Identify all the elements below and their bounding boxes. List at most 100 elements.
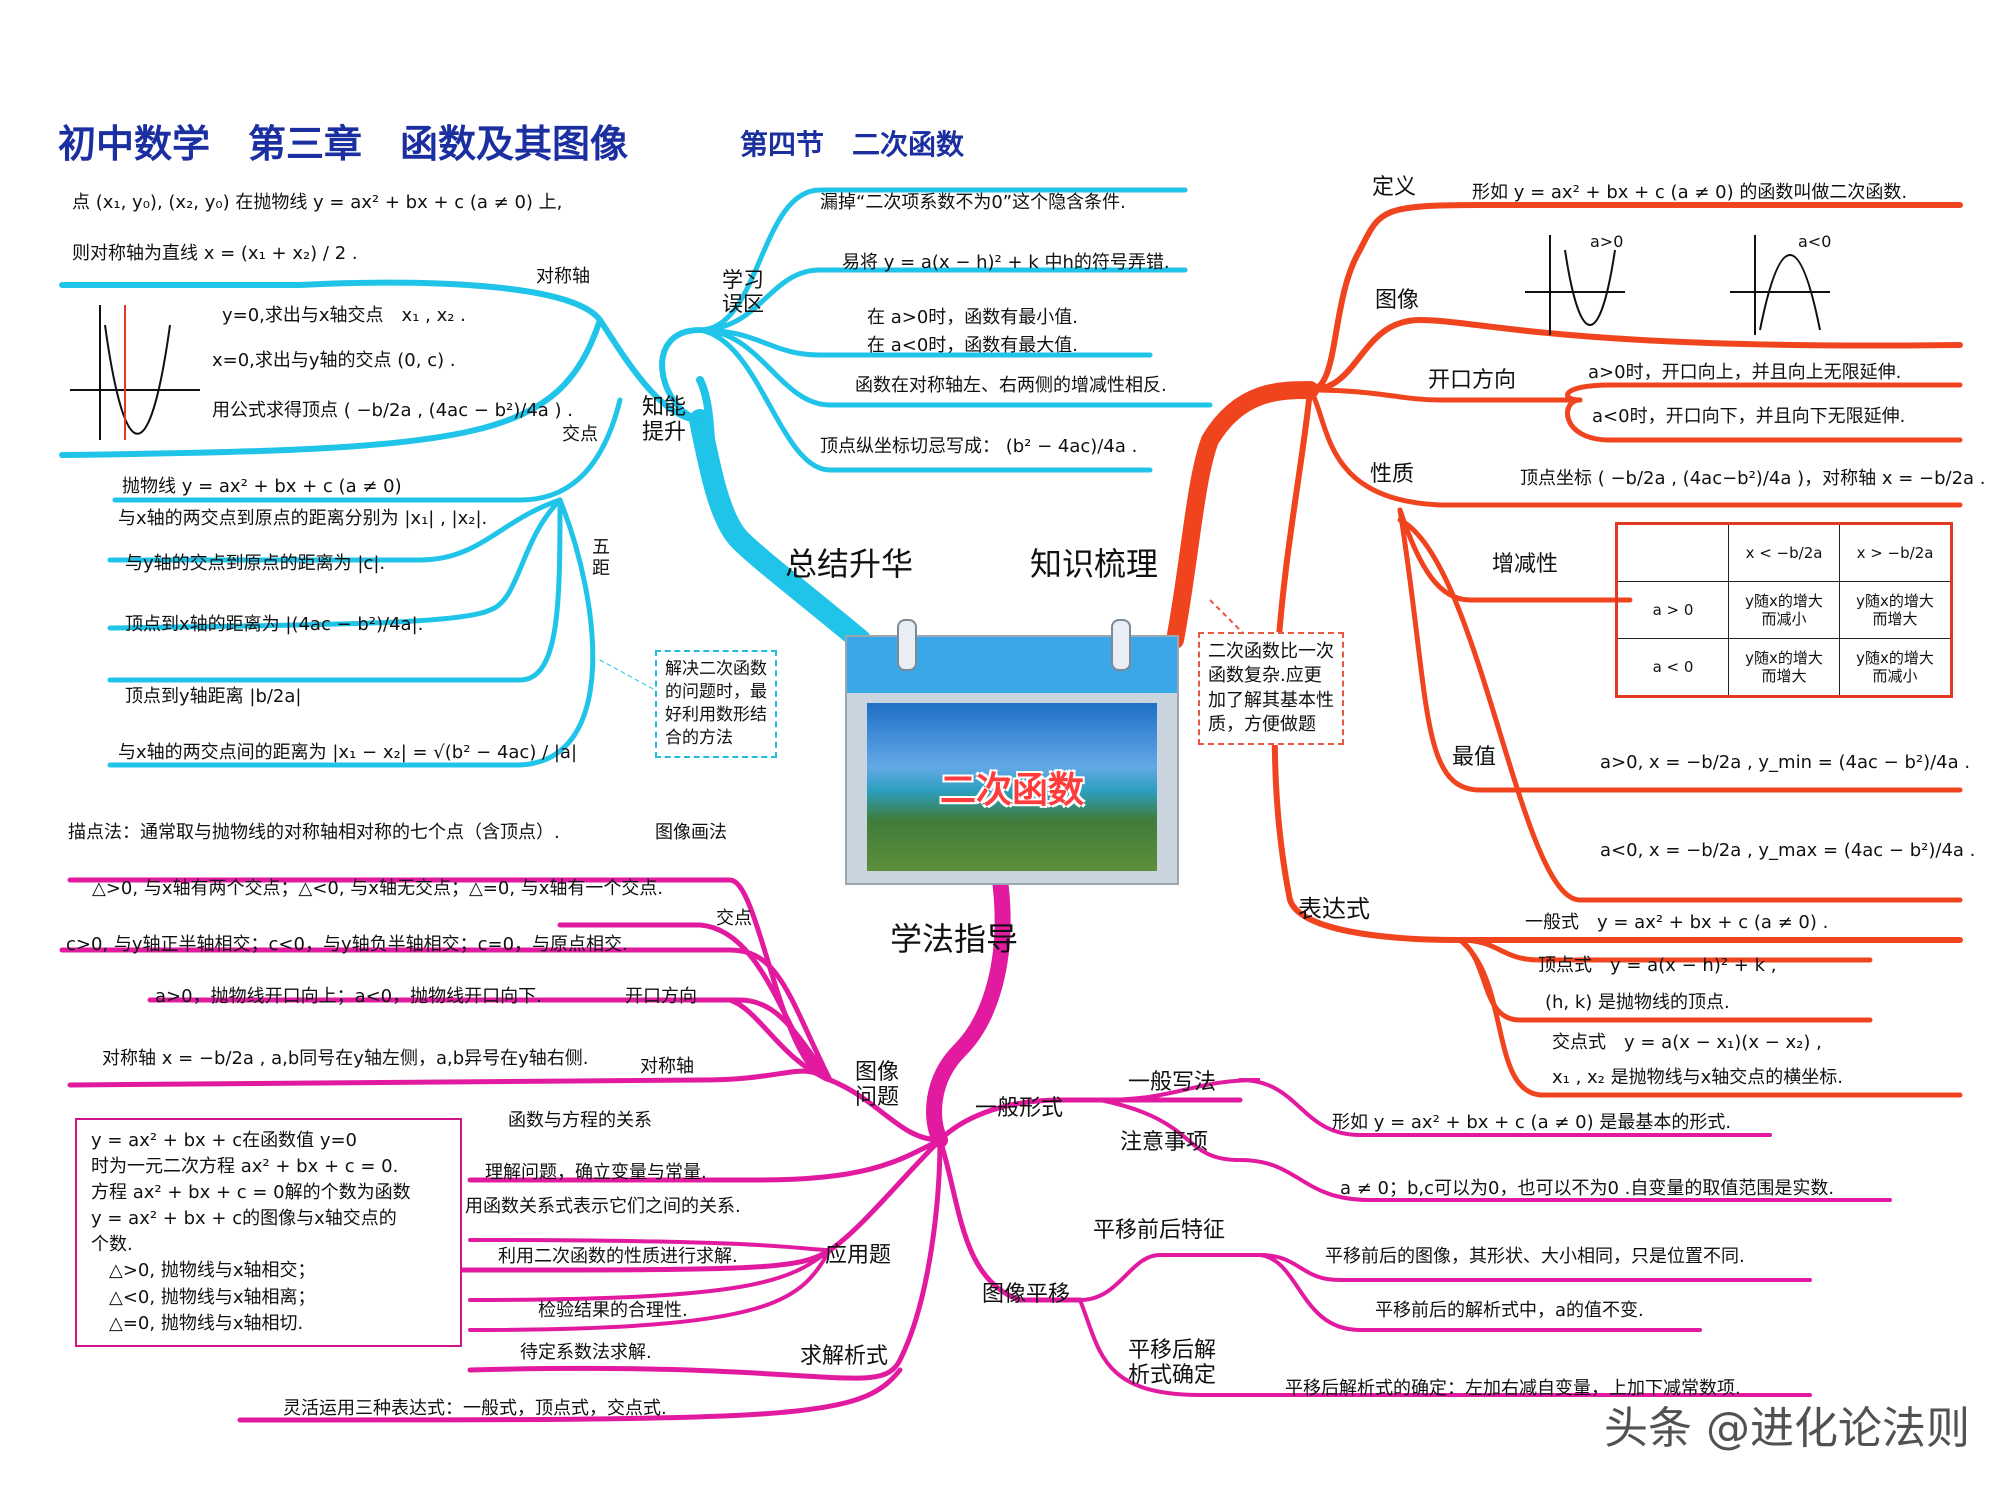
table-cell: a > 0 — [1616, 581, 1729, 639]
mono-label: 增减性 — [1492, 552, 1559, 577]
table-cell: a < 0 — [1616, 638, 1729, 697]
table-cell: y随x的增大 而减小 — [1728, 581, 1840, 639]
def-text: 形如 y = ax² + bx + c (a ≠ 0) 的函数叫做二次函数. — [1472, 182, 1908, 203]
shift-label: 图像平移 — [982, 1282, 1071, 1307]
mistakes-label: 学习 误区 — [722, 268, 764, 317]
center-node: 二次函数 — [845, 619, 1179, 885]
table-row: x < −b/2a x > −b/2a — [1616, 523, 1952, 582]
intersect-3: 用公式求得顶点 ( −b/2a , (4ac − b²)/4a ) . — [212, 400, 574, 421]
expr-5: x₁ , x₂ 是抛物线与x轴交点的横坐标. — [1552, 1067, 1843, 1088]
draw-method-label: 图像画法 — [655, 822, 727, 843]
table-cell: y随x的增大 而减小 — [1839, 638, 1952, 697]
bl-intersect-label: 交点 — [716, 908, 752, 929]
table-cell: x < −b/2a — [1728, 523, 1840, 582]
open-1: a>0时，开口向上，并且向上无限延伸. — [1588, 362, 1902, 383]
table-cell: x > −b/2a — [1839, 523, 1952, 582]
branch-summary: 总结升华 — [785, 545, 914, 583]
watermark: 头条 @进化论法则 — [1604, 1403, 1970, 1454]
expr-3: (h, k) 是抛物线的顶点. — [1545, 992, 1730, 1013]
app-2: 用函数关系式表示它们之间的关系. — [465, 1196, 741, 1217]
open-text: a>0，抛物线开口向上；a<0，抛物线开口向下. — [155, 986, 542, 1007]
open-2: a<0时，开口向下，并且向下无限延伸. — [1592, 406, 1906, 427]
hint-note-cyan: 解决二次函数 的问题时，最 好利用数形结 合的方法 — [655, 650, 777, 758]
extreme-1: a>0, x = −b/2a , y_min = (4ac − b²)/4a . — [1600, 752, 1971, 773]
shift-2: 平移前后的解析式中，a的值不变. — [1375, 1300, 1644, 1321]
expr-1: 一般式 y = ax² + bx + c (a ≠ 0) . — [1525, 912, 1829, 933]
calendar-ring-left — [897, 619, 917, 671]
red-trunk — [1166, 381, 1319, 649]
table-cell: y随x的增大 而增大 — [1839, 581, 1952, 639]
page-title: 初中数学 第三章 函数及其图像 — [58, 122, 629, 166]
mistake-2: 易将 y = a(x − h)² + k 中h的符号弄错. — [842, 252, 1170, 273]
solve-1: 待定系数法求解. — [520, 1342, 652, 1363]
general-form-label: 一般形式 — [975, 1096, 1064, 1121]
app-4: 检验结果的合理性. — [538, 1300, 688, 1321]
dist-6: 与x轴的两交点间的距离为 |x₁ − x₂| = √(b² − 4ac) / |… — [118, 742, 578, 763]
app-3: 利用二次函数的性质进行求解. — [498, 1246, 738, 1267]
graph-a-neg — [1730, 235, 1830, 335]
mistake-5: 函数在对称轴左、右两侧的增减性相反. — [855, 375, 1167, 396]
shift-1: 平移前后的图像，其形状、大小相同，只是位置不同. — [1325, 1246, 1745, 1267]
expr-label: 表达式 — [1298, 895, 1370, 923]
extreme-2: a<0, x = −b/2a , y_max = (4ac − b²)/4a . — [1600, 840, 1976, 861]
graph-a-pos-label: a>0 — [1590, 232, 1624, 251]
delta-text: △>0, 与x轴有两个交点；△<0, 与x轴无交点；△=0, 与x轴有一个交点. — [92, 878, 664, 899]
branch-knowledge: 知识梳理 — [1030, 545, 1159, 583]
graph-problem-label: 图像 问题 — [855, 1060, 900, 1111]
draw-method-text: 描点法：通常取与抛物线的对称轴相对称的七个点（含顶点）. — [68, 822, 560, 843]
mistake-6: 顶点纵坐标切忌写成： (b² − 4ac)/4a . — [820, 436, 1138, 457]
dist-3: 与y轴的交点到原点的距离为 |c|. — [125, 553, 386, 574]
solve-label: 求解析式 — [800, 1344, 889, 1369]
branch-method: 学法指导 — [890, 920, 1019, 958]
table-row: a > 0 y随x的增大 而减小 y随x的增大 而增大 — [1616, 581, 1952, 639]
table-cell — [1616, 523, 1729, 582]
expr-2: 顶点式 y = a(x − h)² + k , — [1538, 955, 1777, 976]
shift-after-label: 平移后解 析式确定 — [1128, 1338, 1217, 1389]
symmetry-line2: 则对称轴为直线 x = (x₁ + x₂) / 2 . — [72, 243, 358, 264]
shift-3: 平移后解析式的确定：左加右减自变量，上加下减常数项. — [1285, 1378, 1741, 1399]
symmetry-line1: 点 (x₁, y₀), (x₂, y₀) 在抛物线 y = ax² + bx +… — [72, 192, 563, 213]
bl-axis-label: 对称轴 — [640, 1056, 694, 1077]
dist-5: 顶点到y轴距离 |b/2a| — [125, 686, 302, 707]
mistake-1: 漏掉“二次项系数不为0”这个隐含条件. — [820, 192, 1126, 213]
five-dist-label: 五 距 — [592, 537, 610, 579]
def-label: 定义 — [1372, 175, 1417, 200]
sketch-parabola — [70, 305, 200, 440]
mistake-4: 在 a<0时，函数有最大值. — [867, 335, 1079, 356]
vertex-text: 顶点坐标 ( −b/2a , (4ac−b²)/4a )，对称轴 x = −b/… — [1520, 468, 1986, 489]
shift-feature-label: 平移前后特征 — [1093, 1218, 1226, 1243]
extreme-label: 最值 — [1452, 745, 1497, 770]
section-title: 第四节 二次函数 — [740, 128, 965, 161]
intersect-2: x=0,求出与y轴的交点 (0, c) . — [212, 350, 456, 371]
center-title: 二次函数 — [939, 770, 1084, 811]
note-text: a ≠ 0；b,c可以为0，也可以不为0 .自变量的取值范围是实数. — [1340, 1178, 1835, 1199]
symmetry-label: 对称轴 — [536, 266, 590, 287]
fe-box: y = ax² + bx + c在函数值 y=0 时为一元二次方程 ax² + … — [75, 1118, 462, 1347]
general-write-label: 一般写法 — [1128, 1070, 1217, 1095]
monotonicity-table: x < −b/2a x > −b/2a a > 0 y随x的增大 而减小 y随x… — [1615, 522, 1953, 698]
mistake-3: 在 a>0时，函数有最小值. — [867, 307, 1079, 328]
yint-text: c>0, 与y轴正半轴相交；c<0，与y轴负半轴相交；c=0，与原点相交. — [66, 934, 628, 955]
graph-a-pos — [1525, 235, 1625, 335]
ability-label: 知能 提升 — [642, 395, 687, 446]
app-label: 应用题 — [825, 1243, 892, 1268]
intersect-label: 交点 — [562, 424, 598, 445]
table-cell: y随x的增大 而增大 — [1728, 638, 1840, 697]
app-1: 理解问题，确立变量与常量. — [485, 1162, 707, 1183]
solve-2: 灵活运用三种表达式：一般式，顶点式，交点式. — [283, 1398, 667, 1419]
magenta-trunk — [926, 872, 1011, 1148]
expr-4: 交点式 y = a(x − x₁)(x − x₂) , — [1552, 1032, 1822, 1053]
general-text: 形如 y = ax² + bx + c (a ≠ 0) 是最基本的形式. — [1332, 1112, 1732, 1133]
prop-label: 性质 — [1370, 462, 1415, 487]
dist-2: 与x轴的两交点到原点的距离分别为 |x₁| , |x₂|. — [118, 508, 488, 529]
open-label: 开口方向 — [1428, 368, 1517, 393]
table-row: a < 0 y随x的增大 而增大 y随x的增大 而减小 — [1616, 638, 1952, 697]
bl-open-label: 开口方向 — [625, 986, 697, 1007]
calendar-ring-right — [1111, 619, 1131, 671]
axis-text: 对称轴 x = −b/2a , a,b同号在y轴左侧，a,b异号在y轴右侧. — [102, 1048, 589, 1069]
fe-label: 函数与方程的关系 — [508, 1110, 652, 1131]
intersect-1: y=0,求出与x轴交点 x₁ , x₂ . — [222, 305, 466, 326]
hint-note-red: 二次函数比一次 函数复杂.应更 加了解其基本性 质，方便做题 — [1198, 632, 1344, 746]
dist-4: 顶点到x轴的距离为 |(4ac − b²)/4a|. — [125, 614, 424, 635]
dist-1: 抛物线 y = ax² + bx + c (a ≠ 0) — [122, 476, 402, 497]
